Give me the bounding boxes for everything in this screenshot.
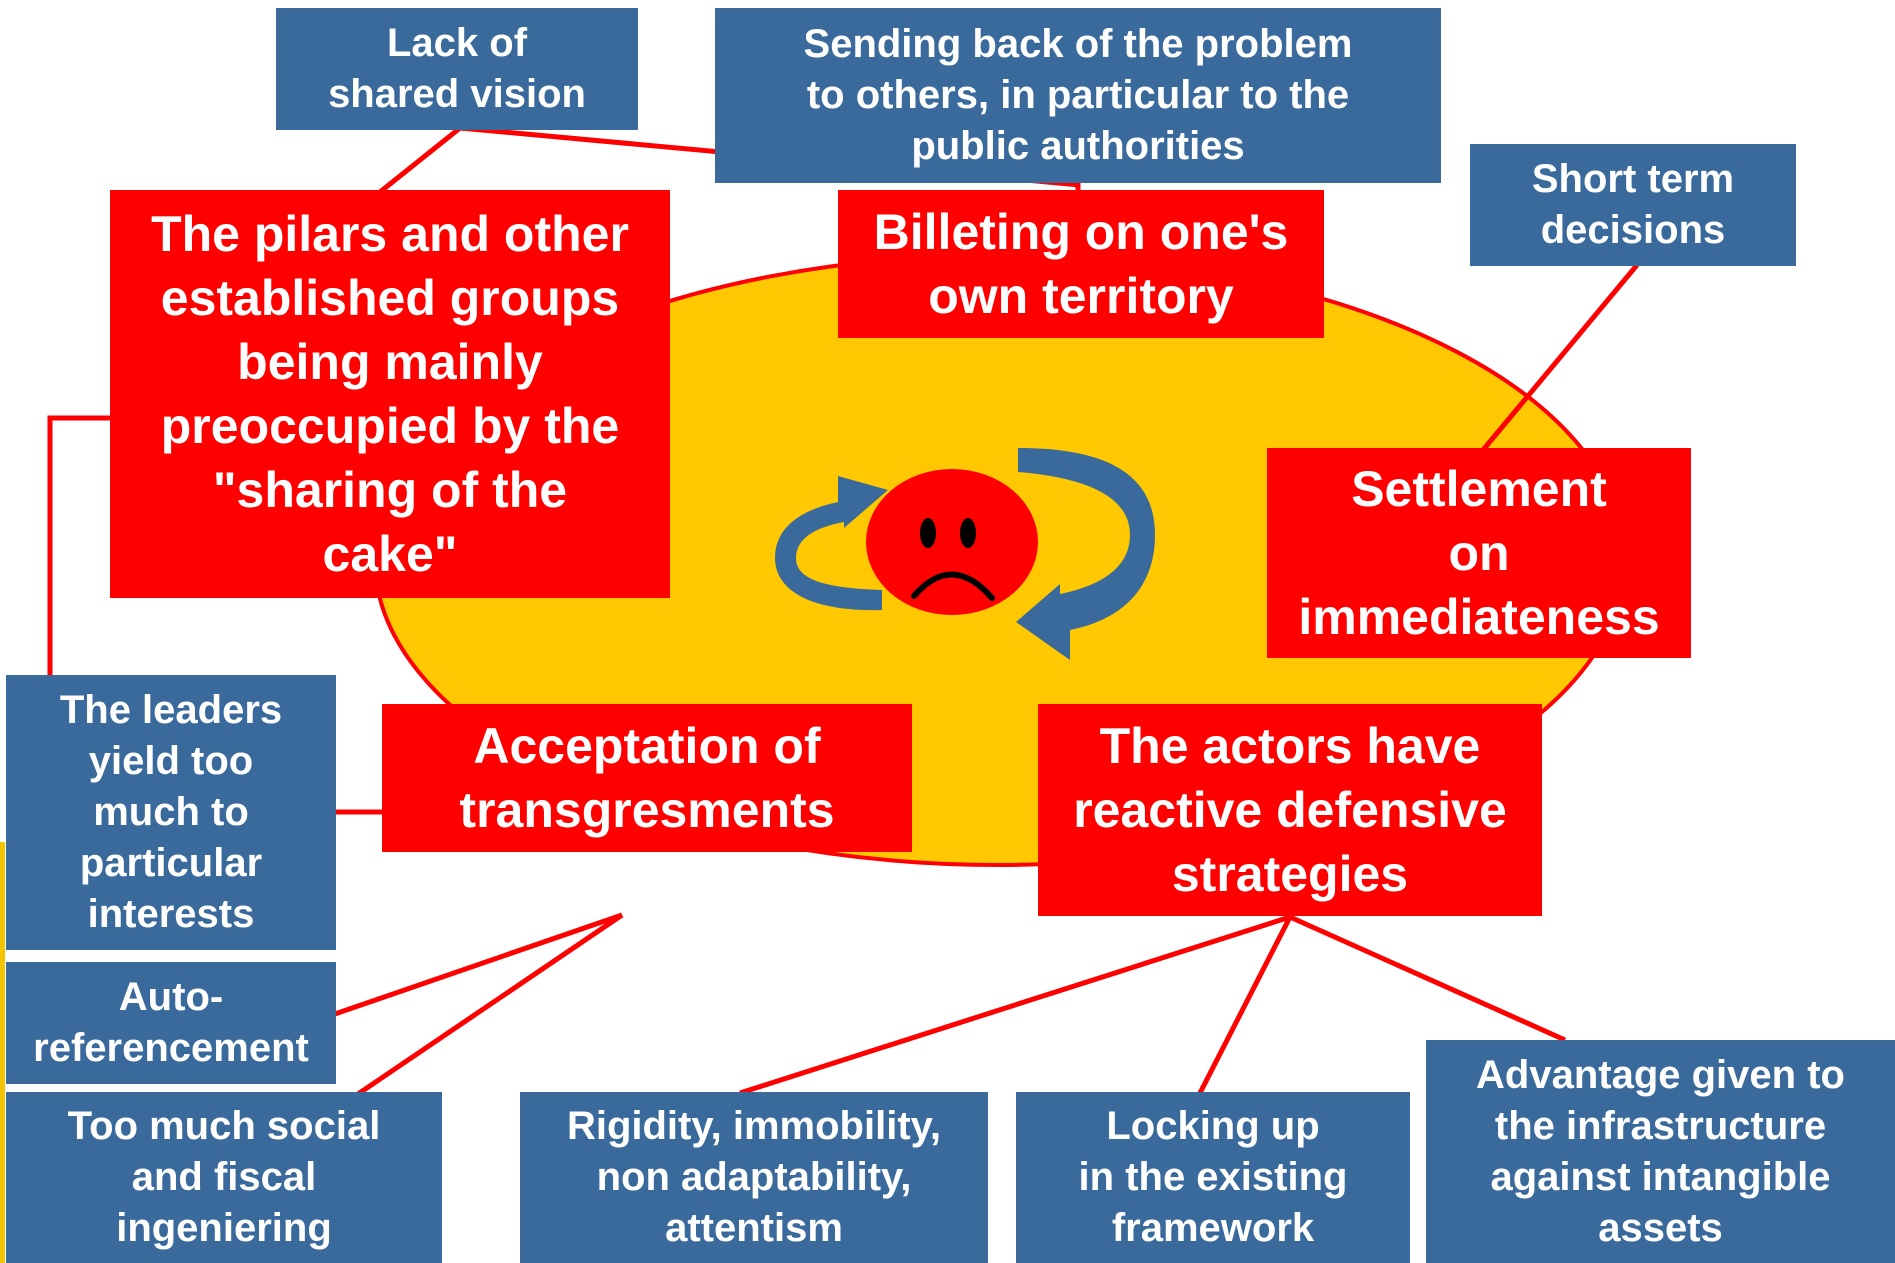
box-rigidity: Rigidity, immobility, non adaptability, … — [520, 1092, 988, 1263]
box-social-fiscal-ingeniering-text: Too much social and fiscal ingeniering — [67, 1104, 381, 1250]
box-billeting-territory: Billeting on one's own territory — [838, 190, 1324, 338]
arrow-left-icon — [775, 476, 888, 611]
box-locking-up-text: Locking up in the existing framework — [1078, 1104, 1348, 1250]
box-pilars-sharing-cake: The pilars and other established groups … — [110, 190, 670, 598]
box-sending-back-problem: Sending back of the problem to others, i… — [715, 8, 1441, 183]
box-acceptation-transgresments-text: Acceptation of transgresments — [459, 718, 835, 838]
box-short-term-decisions: Short term decisions — [1470, 144, 1796, 266]
box-acceptation-transgresments: Acceptation of transgresments — [382, 704, 912, 852]
circular-arrows-icon — [775, 448, 1155, 660]
box-advantage-infrastructure: Advantage given to the infrastructure ag… — [1426, 1040, 1895, 1263]
box-auto-referencement: Auto- referencement — [6, 962, 336, 1084]
box-short-term-decisions-text: Short term decisions — [1531, 157, 1735, 252]
box-pilars-sharing-cake-text: The pilars and other established groups … — [151, 206, 629, 582]
box-actors-defensive-strategies: The actors have reactive defensive strat… — [1038, 704, 1542, 916]
box-locking-up: Locking up in the existing framework — [1016, 1092, 1410, 1263]
connector-auto-ref — [331, 912, 623, 1018]
box-actors-defensive-strategies-text: The actors have reactive defensive strat… — [1073, 718, 1507, 902]
box-rigidity-text: Rigidity, immobility, non adaptability, … — [566, 1104, 942, 1250]
box-leaders-yield-text: The leaders yield too much to particular… — [59, 688, 283, 936]
connector-short-term — [1481, 263, 1639, 452]
arrow-right-icon — [1016, 448, 1155, 660]
left-eye-icon — [920, 518, 936, 548]
connector-social-fiscal — [356, 912, 624, 1097]
box-billeting-territory-text: Billeting on one's own territory — [873, 204, 1289, 324]
box-leaders-yield: The leaders yield too much to particular… — [6, 675, 336, 950]
box-advantage-infrastructure-text: Advantage given to the infrastructure ag… — [1476, 1052, 1845, 1250]
box-settlement-immediateness: Settlement on immediateness — [1267, 448, 1691, 658]
frown-icon — [911, 571, 995, 601]
box-settlement-immediateness-text: Settlement on immediateness — [1298, 461, 1660, 645]
connector-rigidity — [739, 914, 1291, 1096]
box-lack-of-shared-vision: Lack of shared vision — [276, 8, 638, 130]
box-social-fiscal-ingeniering: Too much social and fiscal ingeniering — [6, 1092, 442, 1263]
box-lack-of-shared-vision-text: Lack of shared vision — [328, 21, 586, 116]
sad-face-icon — [866, 469, 1038, 615]
connector-locking — [1197, 915, 1293, 1095]
connector-advantage — [1288, 914, 1567, 1043]
box-sending-back-problem-text: Sending back of the problem to others, i… — [803, 22, 1353, 168]
connector-leaders-pilars — [47, 415, 112, 677]
left-accent-bar — [0, 842, 5, 1263]
box-auto-referencement-text: Auto- referencement — [33, 975, 309, 1070]
right-eye-icon — [960, 518, 976, 548]
